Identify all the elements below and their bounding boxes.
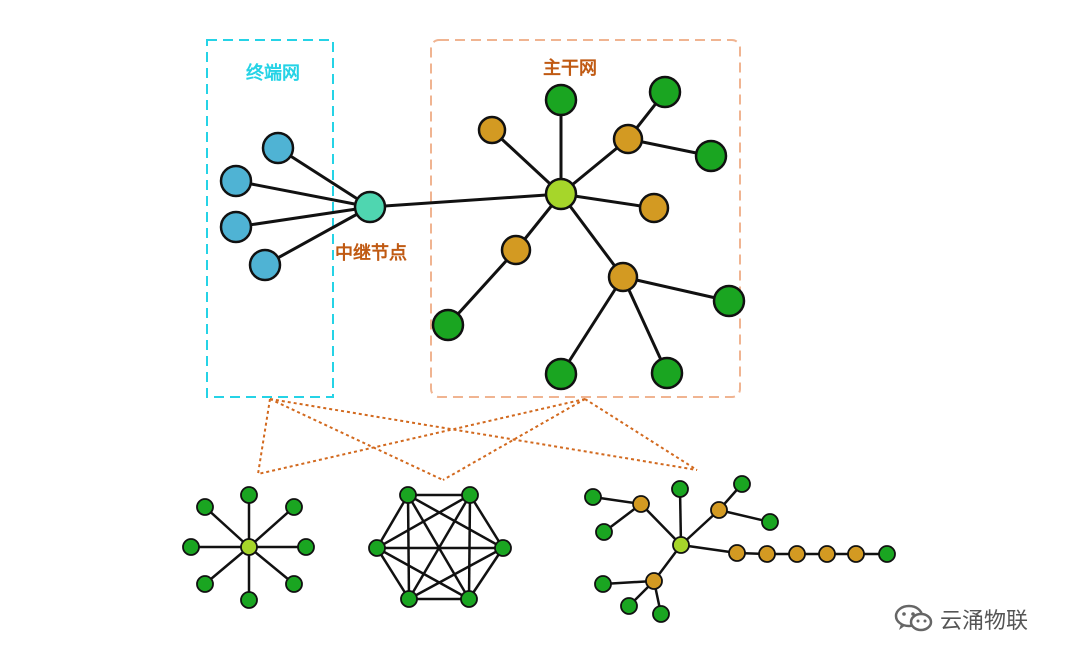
edge-m1-m6 <box>375 494 410 549</box>
node-te <box>733 475 751 493</box>
node-s6 <box>196 575 214 593</box>
node-t4 <box>248 248 282 282</box>
node-tr2 <box>710 501 728 519</box>
node-s4 <box>285 575 303 593</box>
edge-m3-m5 <box>408 546 504 601</box>
node-m1 <box>399 486 417 504</box>
node-s1 <box>240 486 258 504</box>
node-c4 <box>818 545 836 563</box>
node-tr1 <box>632 495 650 513</box>
edge-sc-s8 <box>204 506 250 548</box>
edge-m4-m6 <box>376 546 470 601</box>
node-g7 <box>650 356 684 390</box>
node-o3 <box>638 192 670 224</box>
node-m3 <box>494 539 512 557</box>
node-s5 <box>240 591 258 609</box>
edge-t4-relay <box>264 205 371 267</box>
edge-t3-relay <box>235 205 371 229</box>
edge-sc-s4 <box>248 546 295 585</box>
edge-t2-relay <box>235 179 371 209</box>
node-s2 <box>285 498 303 516</box>
node-t2 <box>219 164 253 198</box>
node-o4 <box>500 234 532 266</box>
node-tc <box>672 536 690 554</box>
node-th <box>620 597 638 615</box>
node-m6 <box>368 539 386 557</box>
node-m4 <box>460 590 478 608</box>
edge-m2-m6 <box>376 493 471 550</box>
edge-m2-m3 <box>468 494 505 549</box>
node-hub <box>544 177 578 211</box>
edge-tc-ta <box>678 488 683 546</box>
edge-tc-tr1 <box>640 503 682 546</box>
node-c5 <box>847 545 865 563</box>
node-s3 <box>297 538 315 556</box>
backbone-network-box <box>430 39 741 398</box>
node-ti <box>652 605 670 623</box>
terminal-network-box <box>206 39 334 398</box>
node-g6 <box>544 357 578 391</box>
node-c1 <box>728 544 746 562</box>
node-s7 <box>182 538 200 556</box>
node-c3 <box>788 545 806 563</box>
edge-tc-c1 <box>680 543 738 555</box>
node-o1 <box>477 115 507 145</box>
node-tf <box>761 513 779 531</box>
node-t1 <box>261 131 295 165</box>
node-c6 <box>878 545 896 563</box>
edge-o5-g4 <box>622 275 730 303</box>
edge-m5-m6 <box>375 547 411 600</box>
backbone-network-label: 主干网 <box>543 58 597 79</box>
node-g1 <box>544 83 578 117</box>
node-m5 <box>400 590 418 608</box>
node-s8 <box>196 498 214 516</box>
node-ta <box>671 480 689 498</box>
node-m2 <box>461 486 479 504</box>
watermark-text: 云涌物联 <box>940 609 1029 634</box>
network-nodes <box>182 75 896 623</box>
edge-relay-hub <box>369 192 562 209</box>
node-o2 <box>612 123 644 155</box>
edge-t1-relay <box>277 146 371 209</box>
edge-hub-o5 <box>559 193 625 278</box>
edge-sc-s6 <box>204 546 250 585</box>
node-relay <box>353 190 387 224</box>
node-g2 <box>648 75 682 109</box>
wechat-icon <box>894 604 933 632</box>
network-edges <box>191 91 887 615</box>
edge-o4-g5 <box>446 248 518 327</box>
node-td <box>595 523 613 541</box>
topology-connector-lines <box>257 398 698 481</box>
edge-o5-g6 <box>559 276 625 375</box>
relay-node-label: 中继节点 <box>335 243 407 264</box>
node-g4 <box>712 284 746 318</box>
node-g3 <box>694 139 728 173</box>
node-sc <box>240 538 258 556</box>
watermark: 云涌物联 <box>894 603 1028 635</box>
edge-o5-g7 <box>621 276 669 374</box>
node-o5 <box>607 261 639 293</box>
terminal-network-label: 终端网 <box>246 63 300 84</box>
node-tg <box>594 575 612 593</box>
edge-m3-m4 <box>467 547 505 600</box>
node-t3 <box>219 210 253 244</box>
edge-sc-s2 <box>248 506 295 548</box>
node-g5 <box>431 308 465 342</box>
node-c2 <box>758 545 776 563</box>
node-tb <box>584 488 602 506</box>
node-tr3 <box>645 572 663 590</box>
